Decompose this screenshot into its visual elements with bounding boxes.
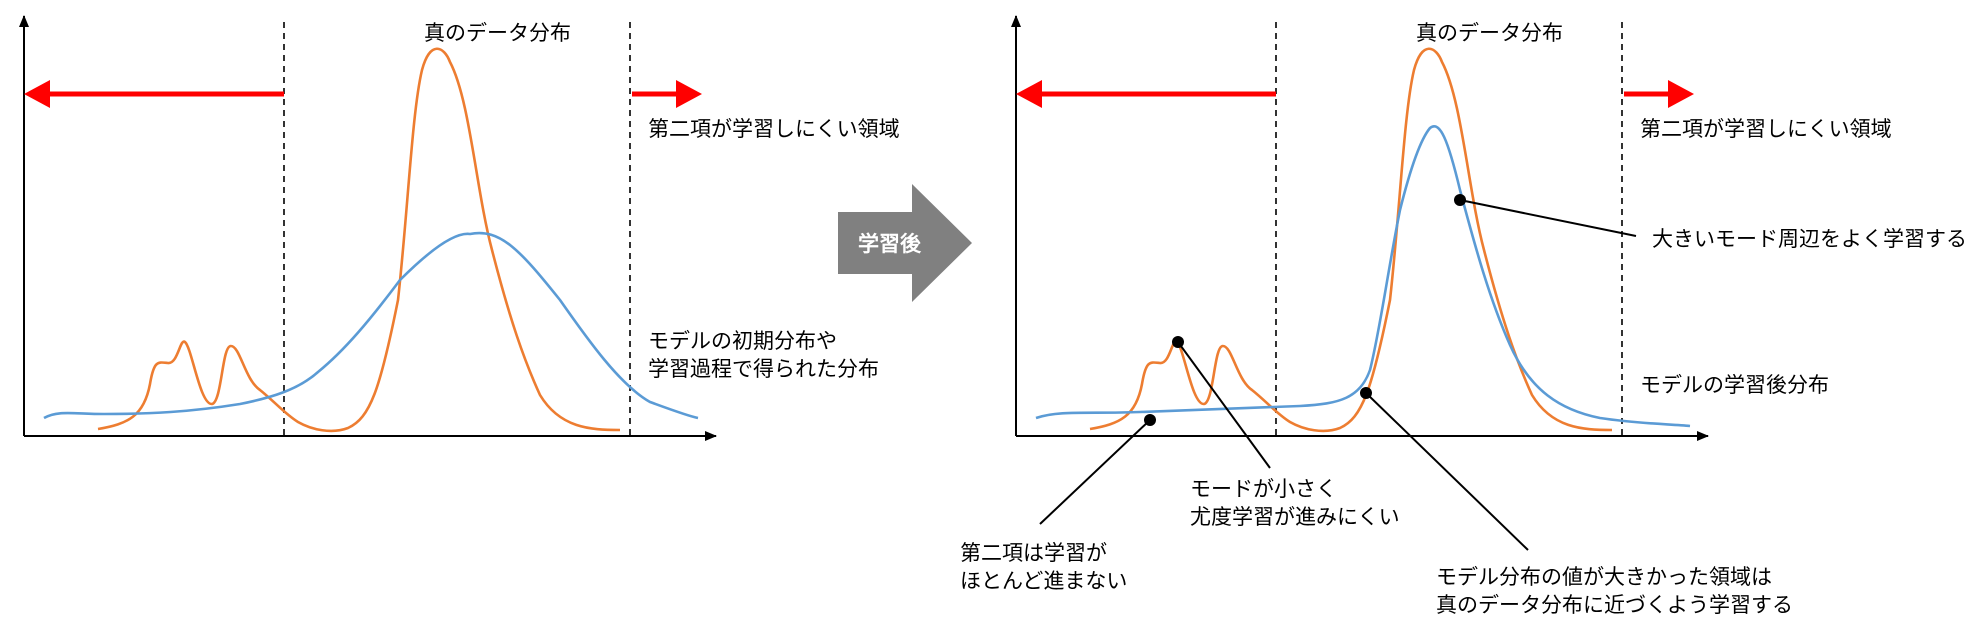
approach-dot xyxy=(1360,387,1372,399)
left-model-label-line2: 学習過程で得られた分布 xyxy=(648,357,879,381)
left-model-label-line1: モデルの初期分布や xyxy=(648,329,837,353)
left-region-label: 第二項が学習しにくい領域 xyxy=(648,117,900,141)
second-term-callout xyxy=(1039,414,1156,525)
second-term-label-line2: ほとんど進まない xyxy=(960,569,1127,593)
small-mode-label-line2: 尤度学習が進みにくい xyxy=(1190,505,1400,529)
left-true-distribution-label: 真のデータ分布 xyxy=(424,21,571,45)
second-term-label-line1: 第二項は学習が xyxy=(960,541,1107,565)
approach-label-line2: 真のデータ分布に近づくよう学習する xyxy=(1436,593,1793,617)
small-mode-callout xyxy=(1172,336,1271,469)
big-mode-callout xyxy=(1454,194,1637,237)
left-true-distribution-curve xyxy=(97,47,621,433)
left-red-arrow-left xyxy=(24,80,284,108)
approach-label-line1: モデル分布の値が大きかった領域は xyxy=(1436,565,1772,589)
right-region-label: 第二項が学習しにくい領域 xyxy=(1640,117,1892,141)
small-mode-dot xyxy=(1172,336,1184,348)
right-red-arrow-left xyxy=(1016,80,1276,108)
small-mode-label-line1: モードが小さく xyxy=(1190,477,1337,501)
left-red-arrow-right xyxy=(632,80,702,108)
right-true-distribution-label: 真のデータ分布 xyxy=(1416,21,1563,45)
center-arrow-label: 学習後 xyxy=(858,232,922,256)
right-true-distribution-curve xyxy=(1089,47,1613,433)
approach-callout xyxy=(1360,387,1529,551)
right-panel: 真のデータ分布 第二項が学習しにくい領域 大きいモード周辺をよく学習する モデル… xyxy=(960,15,1966,617)
right-model-distribution-curve xyxy=(1035,125,1691,428)
left-panel: 真のデータ分布 第二項が学習しにくい領域 モデルの初期分布や 学習過程で得られた… xyxy=(19,15,900,441)
right-red-arrow-right xyxy=(1624,80,1694,108)
big-mode-dot xyxy=(1454,194,1466,206)
left-model-distribution-curve xyxy=(43,231,699,420)
center-arrow: 学習後 xyxy=(838,184,972,302)
big-mode-label: 大きいモード周辺をよく学習する xyxy=(1652,227,1966,251)
right-model-label: モデルの学習後分布 xyxy=(1640,373,1829,397)
second-term-dot xyxy=(1144,414,1156,426)
